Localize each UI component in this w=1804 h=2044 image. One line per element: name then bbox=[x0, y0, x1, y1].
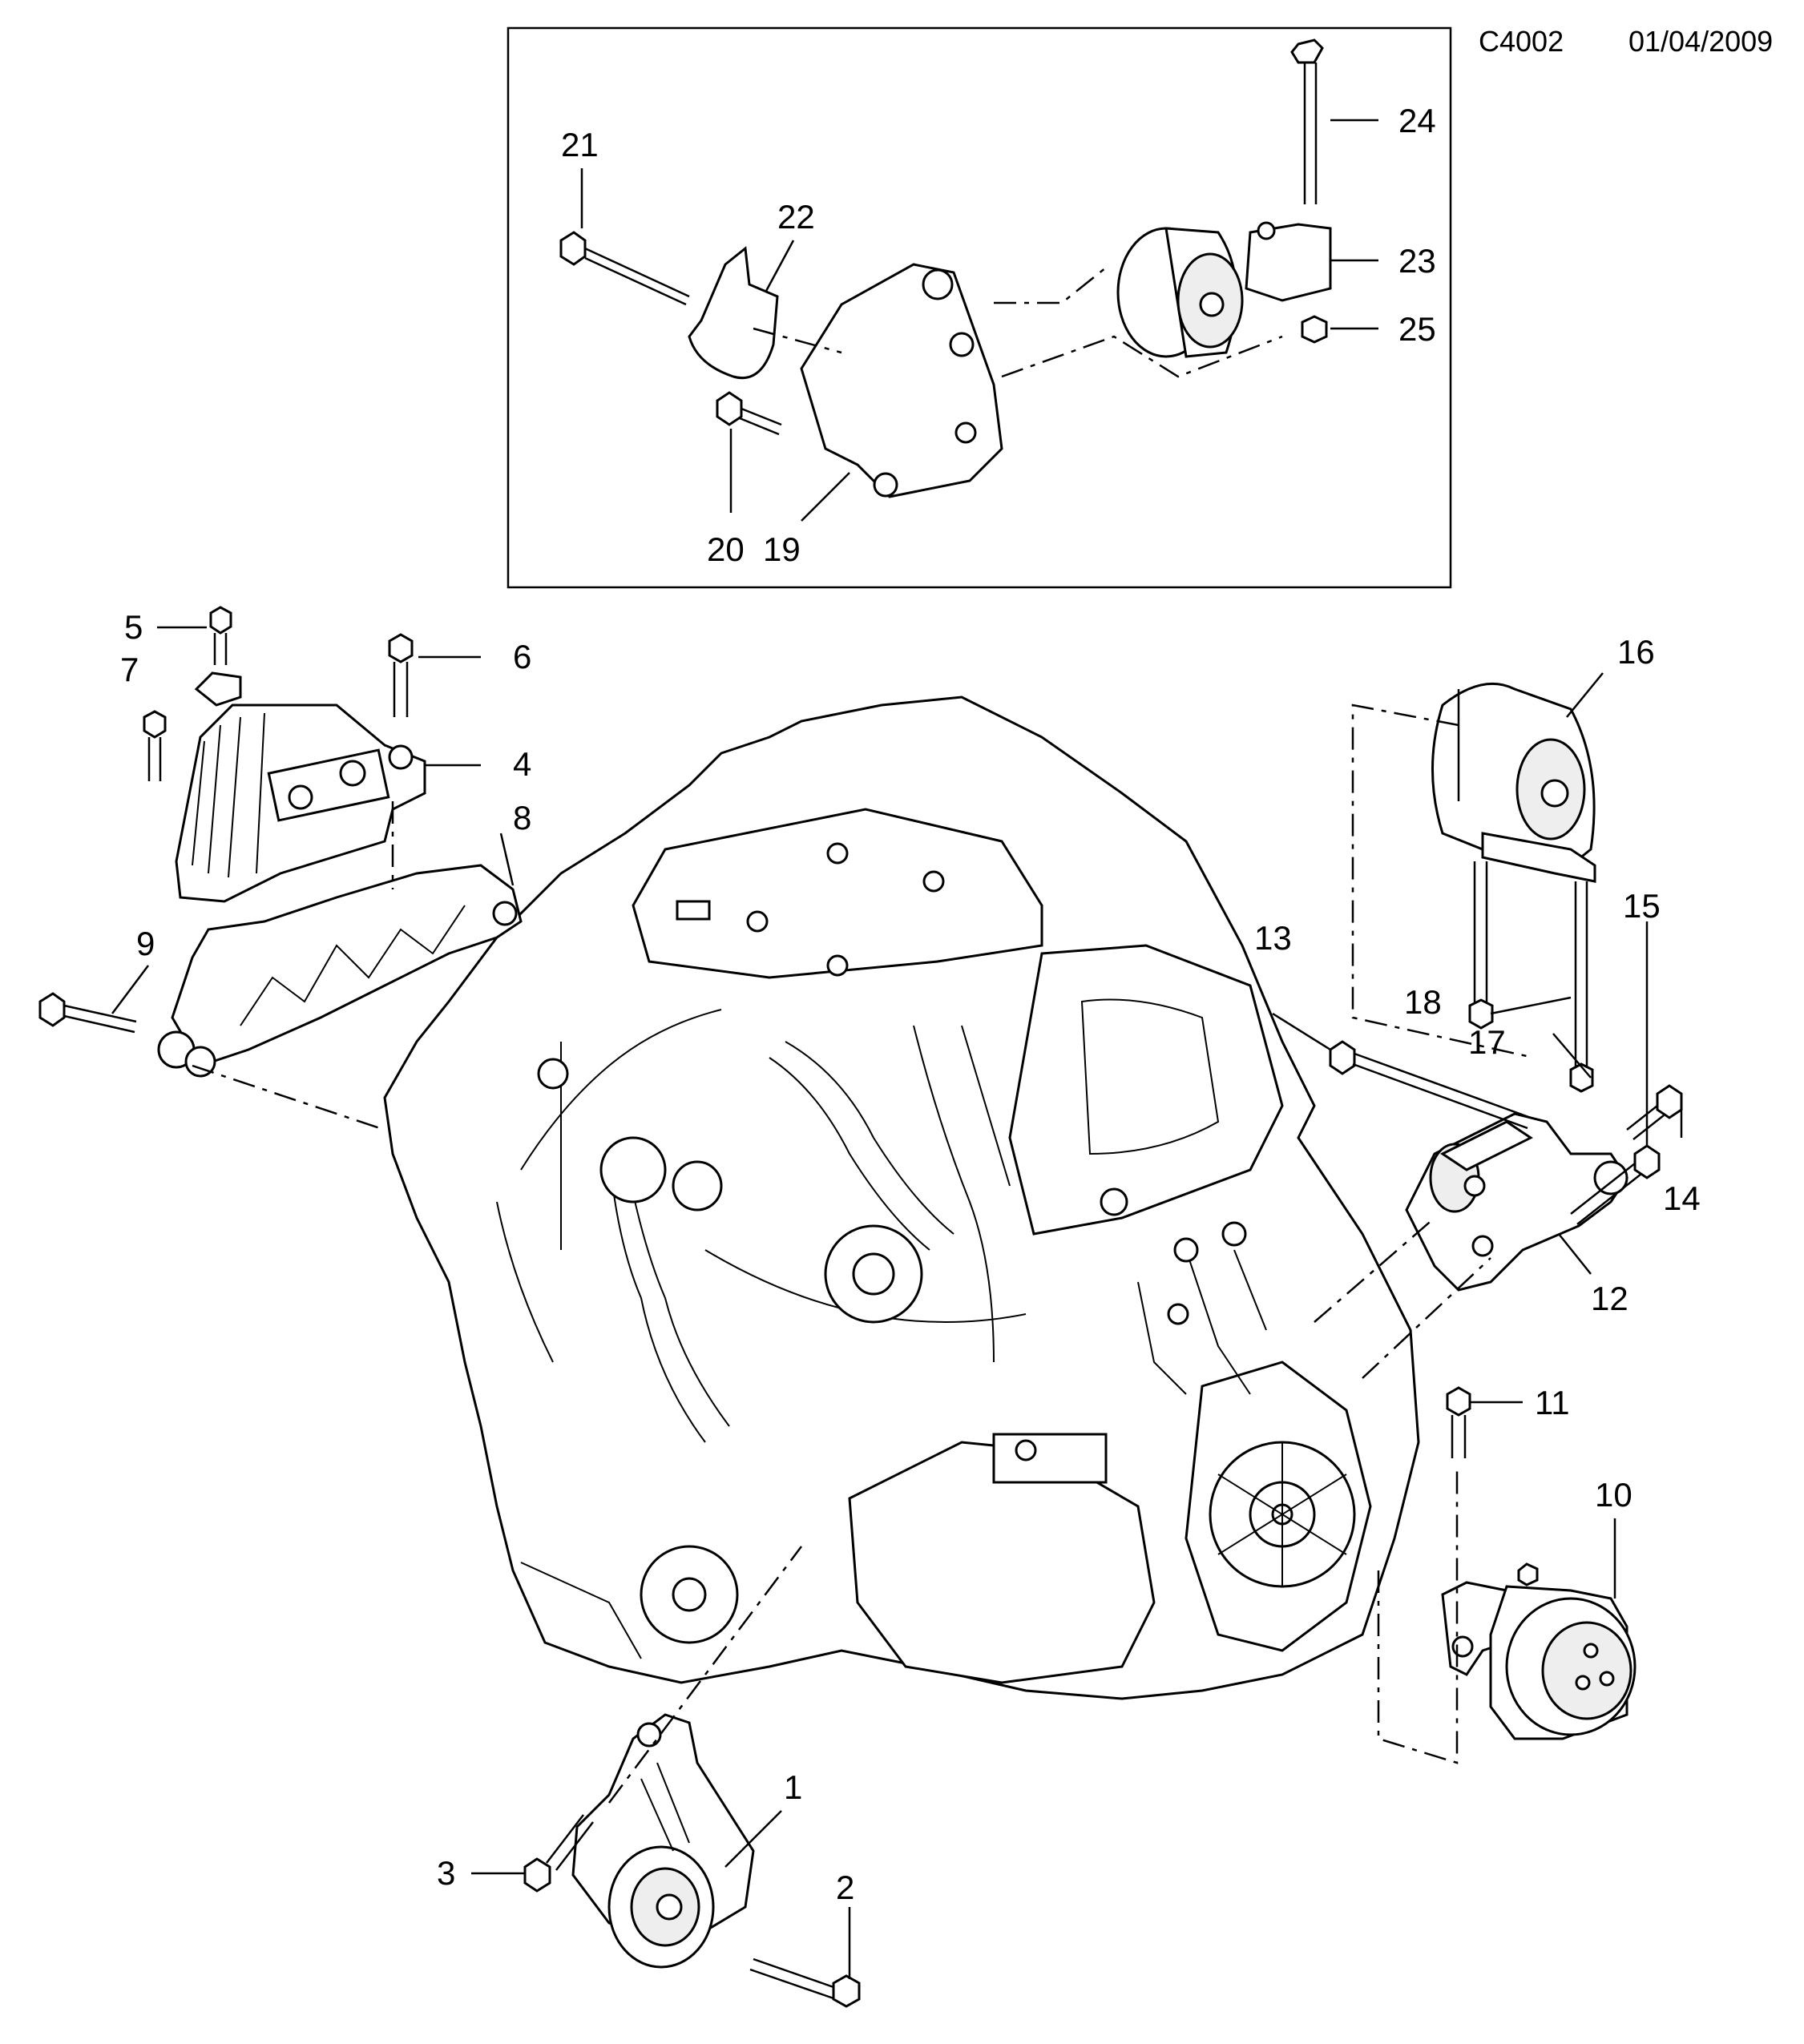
part-21-bolt bbox=[559, 231, 690, 306]
callout-12: 12 bbox=[1591, 1280, 1628, 1317]
part-17-bolt bbox=[1569, 881, 1594, 1093]
engine-transmission-assembly bbox=[383, 695, 1420, 1700]
callout-22: 22 bbox=[777, 198, 815, 236]
callout-5: 5 bbox=[124, 608, 143, 646]
part-12-mount-bracket bbox=[1405, 1112, 1628, 1292]
callout-19: 19 bbox=[763, 530, 801, 568]
part-2-bolt bbox=[749, 1957, 861, 2008]
callout-20: 20 bbox=[707, 530, 745, 568]
diagram-date: 01/04/2009 bbox=[1628, 25, 1773, 58]
part-3-bolt bbox=[523, 1814, 594, 1893]
callout-8: 8 bbox=[513, 799, 531, 837]
part-5-bolt bbox=[209, 606, 232, 665]
part-4-upper-engine-mount bbox=[175, 671, 426, 903]
part-25-nut bbox=[1301, 315, 1328, 344]
part-14-bolt bbox=[1626, 1084, 1683, 1140]
callout-11: 11 bbox=[1535, 1384, 1570, 1421]
callout-25: 25 bbox=[1398, 310, 1436, 348]
callout-16: 16 bbox=[1617, 633, 1655, 671]
callout-18: 18 bbox=[1404, 983, 1442, 1021]
callout-4: 4 bbox=[513, 745, 531, 783]
part-1-lower-torque-mount bbox=[571, 1713, 755, 1969]
part-8-mount-bracket bbox=[157, 864, 523, 1078]
callout-1: 1 bbox=[784, 1768, 802, 1806]
part-11-bolt bbox=[1446, 1386, 1471, 1458]
callout-10: 10 bbox=[1595, 1476, 1632, 1514]
part-7-bolt bbox=[143, 710, 167, 781]
callout-15: 15 bbox=[1623, 887, 1661, 925]
part-24-long-bolt bbox=[1290, 38, 1324, 204]
diagram-code: C4002 bbox=[1479, 25, 1564, 58]
part-6-bolt bbox=[388, 633, 414, 717]
inset-detail-box bbox=[506, 26, 1452, 589]
callout-24: 24 bbox=[1398, 102, 1436, 139]
part-23-mount-bushing bbox=[1116, 221, 1332, 358]
part-10-transmission-mount bbox=[1441, 1562, 1637, 1740]
callout-17: 17 bbox=[1468, 1023, 1506, 1061]
callout-23: 23 bbox=[1398, 242, 1436, 280]
part-18-bolt bbox=[1468, 861, 1494, 1030]
callout-3: 3 bbox=[437, 1854, 455, 1892]
callout-21: 21 bbox=[561, 126, 599, 163]
callout-7: 7 bbox=[120, 651, 139, 688]
callout-14: 14 bbox=[1663, 1179, 1701, 1217]
callout-9: 9 bbox=[136, 925, 155, 962]
callout-2: 2 bbox=[836, 1869, 854, 1906]
callout-13: 13 bbox=[1254, 919, 1292, 957]
part-22-heat-shield bbox=[688, 246, 779, 379]
part-9-bolt bbox=[38, 992, 137, 1034]
callout-6: 6 bbox=[513, 638, 531, 675]
part-20-bolt bbox=[716, 391, 782, 436]
part-13-bolt bbox=[1329, 1040, 1532, 1130]
part-19-bracket bbox=[800, 263, 1003, 498]
part-16-mount-bushing bbox=[1431, 682, 1596, 883]
